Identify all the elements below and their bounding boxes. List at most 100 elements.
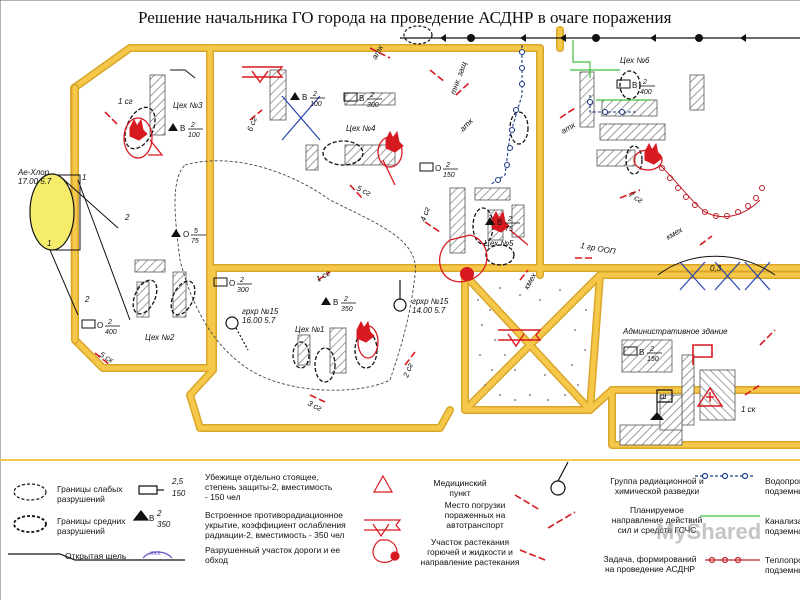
gas-arc [657, 255, 776, 276]
ravine-symbol [170, 69, 196, 79]
water-pipe [489, 45, 636, 186]
legend-pru-den: 350 [157, 520, 171, 529]
legend-spill-text: Участок растекания горючей и жидкости и … [420, 537, 520, 567]
shelter-protection-class: 2 [343, 296, 348, 303]
legend-road-text: Разрушенный участок дороги и ее обход [205, 545, 341, 565]
unit-tnk: тнк. защ [448, 60, 468, 95]
tank-time: 17.00 5.7 [18, 177, 52, 186]
watermark: MyShared [656, 519, 762, 544]
recon-groups [225, 280, 407, 351]
team-5sg: 5 сг [355, 184, 372, 198]
shelter-letter: В [302, 93, 307, 102]
shelter-capacity: 300 [367, 102, 379, 109]
shelter-letter: В [632, 81, 637, 90]
team-1sk: 1 ск [741, 405, 757, 414]
shelter-protection-class: 2 [369, 92, 374, 99]
legend-med-text: Медицинский пункт [433, 478, 487, 498]
ceh4-label: Цех №4 [346, 124, 376, 133]
legend-symbols [8, 461, 760, 564]
command-flag [650, 344, 713, 420]
legend-xxx: ххх [150, 550, 161, 557]
ceh5-label: Цех №5 [484, 239, 514, 248]
medical-points [242, 66, 724, 407]
legend-planned-text: Планируемое направление действий сил и с… [611, 505, 703, 535]
sh-mark: Ш [660, 394, 666, 401]
legend-pru-num: 2 [156, 509, 162, 518]
shelter-letter: В [333, 298, 338, 307]
legend-recon-text: Группа радиационной и химической разведк… [610, 476, 704, 496]
team-4sg: 4 сг [418, 206, 431, 223]
shelter-capacity: 350 [341, 306, 353, 313]
team-2sg: 2 сг [401, 362, 415, 380]
shelter-letter: В [497, 218, 502, 227]
shelter-protection-class: 2 [642, 79, 647, 86]
heat-pipe [659, 164, 765, 219]
weak-damage-boundary [174, 160, 416, 391]
legend-load-text: Место погрузки пораженных на автотранспо… [444, 500, 506, 530]
recon1-time: 16.00 5.7 [242, 316, 276, 325]
shelter-letter: О [183, 230, 189, 239]
ceh2-label: Цех №2 [145, 333, 175, 342]
shelter-letter: О [435, 164, 441, 173]
legend-pru-text: Встроенное противорадиационное укрытие, … [205, 510, 346, 540]
shelter-capacity: 400 [640, 89, 652, 96]
zone-num-1: 1 [82, 173, 86, 182]
recon1-name: грхр №15 [242, 307, 279, 316]
legend-pru-letter: В [149, 514, 154, 523]
shelter-capacity: 75 [191, 238, 199, 245]
shelter-protection-class: 2 [239, 277, 244, 284]
legend-symbol-num: 2,5 [171, 477, 184, 486]
unit-atk-3: атк [560, 120, 578, 136]
team-markers [94, 47, 776, 403]
shelter-protection-class: 2 [649, 346, 654, 353]
team-7sg: 7 сг [627, 190, 644, 205]
park-area [477, 287, 587, 401]
legend-ravine: Открытая щель [65, 551, 127, 561]
red-loops [123, 117, 663, 359]
unit-atk-2: атк [458, 116, 476, 134]
shelter-letter: В [180, 124, 185, 133]
shelter-capacity: 100 [188, 132, 200, 139]
legend-medium: Границы средних разрушений [57, 516, 126, 536]
ceh6-label: Цех №6 [620, 56, 650, 65]
admin-label: Административное здание [622, 327, 728, 336]
shelter-capacity: 400 [105, 329, 117, 336]
shelter-protection-class: 2 [312, 91, 317, 98]
chlorine-tank [29, 173, 131, 321]
team-6sg: 6 сг [245, 116, 258, 133]
legend-shelter-text: Убежище отдельно стоящее, степень защиты… [205, 472, 333, 502]
shelter-capacity: 75 [505, 226, 513, 233]
ceh1-label: Цех №1 [295, 325, 324, 334]
legend-symbol-den: 150 [172, 489, 186, 498]
shelter-capacity: 100 [310, 101, 322, 108]
legend-task-text: Задача, формирований на проведение АСДНР [603, 554, 697, 574]
sewer-pipe [570, 40, 650, 101]
zone-num-2: 2 [124, 213, 130, 222]
shelter-letter: В [639, 348, 644, 357]
road-crosses [281, 95, 771, 291]
shelter-protection-class: 2 [107, 319, 112, 326]
zone-num-1b: 1 [47, 239, 51, 248]
ceh3-label: Цех №3 [173, 101, 203, 110]
unit-kmeh-2: кмех [665, 225, 685, 242]
shelter-capacity: 300 [237, 287, 249, 294]
gas-ratio: 0,3 [710, 264, 722, 273]
recon2-time: 14.00 5.7 [412, 306, 446, 315]
recon2-name: грхр №15 [412, 297, 449, 306]
zone-num-2b: 2 [84, 295, 90, 304]
shelter-letter: В [359, 94, 364, 103]
roads [70, 26, 800, 449]
damage-ellipses [124, 70, 643, 383]
